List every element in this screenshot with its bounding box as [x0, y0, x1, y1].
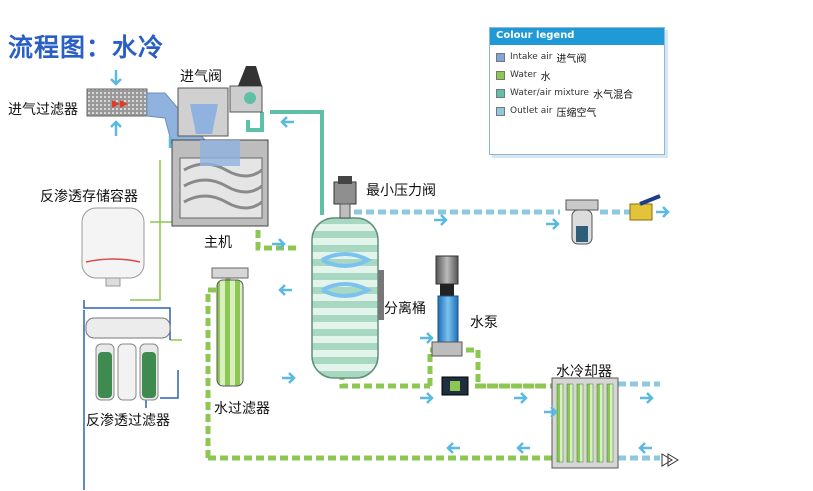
label-intake-valve: 进气阀 [180, 69, 222, 85]
legend-item-en: Intake air [510, 52, 553, 62]
legend-item-en: Water [510, 70, 537, 80]
legend-item-intake-air: Intake air 进气阀 [496, 50, 587, 65]
flow-arrows [110, 70, 670, 454]
label-intake-filter: 进气过滤器 [8, 102, 78, 118]
min-pressure-valve [333, 176, 357, 219]
legend-swatch [496, 106, 505, 116]
legend-title: Colour legend [490, 28, 664, 45]
outlet-filter [565, 199, 599, 245]
legend-item-zh: 进气阀 [556, 53, 587, 65]
legend-item-en: Outlet air [510, 106, 553, 116]
ro-storage-container [81, 207, 145, 287]
label-ro-filter: 反渗透过滤器 [86, 413, 170, 429]
page-title: 流程图：水冷 [8, 33, 165, 62]
outlet-air-piping [354, 209, 660, 461]
label-min-pressure-valve: 最小压力阀 [366, 183, 436, 199]
label-ro-storage: 反渗透存储容器 [40, 189, 138, 205]
main-unit [171, 139, 269, 227]
legend-swatch [496, 52, 505, 62]
intake-filter [86, 88, 148, 117]
separator-tank [311, 217, 384, 379]
legend-swatch [496, 70, 505, 80]
label-water-cooler: 水冷却器 [556, 364, 612, 380]
water-filter-unit [211, 267, 249, 387]
mixture-piping [246, 110, 324, 215]
intake-valve [177, 66, 263, 137]
water-pump [431, 255, 463, 357]
legend-item-en: Water/air mixture [510, 88, 590, 98]
line-valve [441, 376, 469, 396]
water-cooler [551, 377, 679, 469]
label-separator: 分离桶 [384, 301, 426, 317]
legend-item-outlet-air: Outlet air 压缩空气 [496, 104, 597, 119]
legend-item-zh: 压缩空气 [556, 107, 597, 119]
legend-item-water: Water 水 [496, 68, 551, 83]
label-water-pump: 水泵 [470, 315, 498, 331]
label-water-filter: 水过滤器 [214, 401, 270, 417]
legend-swatch [496, 88, 505, 98]
legend-item-zh: 水气混合 [593, 89, 634, 101]
colour-legend: Colour legend Intake air 进气阀 Water 水 Wat… [489, 27, 665, 155]
legend-item-mixture: Water/air mixture 水气混合 [496, 86, 634, 101]
ball-valve [629, 194, 661, 221]
legend-item-zh: 水 [540, 71, 551, 83]
ro-filter-unit [85, 317, 171, 401]
label-main-unit: 主机 [204, 235, 232, 251]
